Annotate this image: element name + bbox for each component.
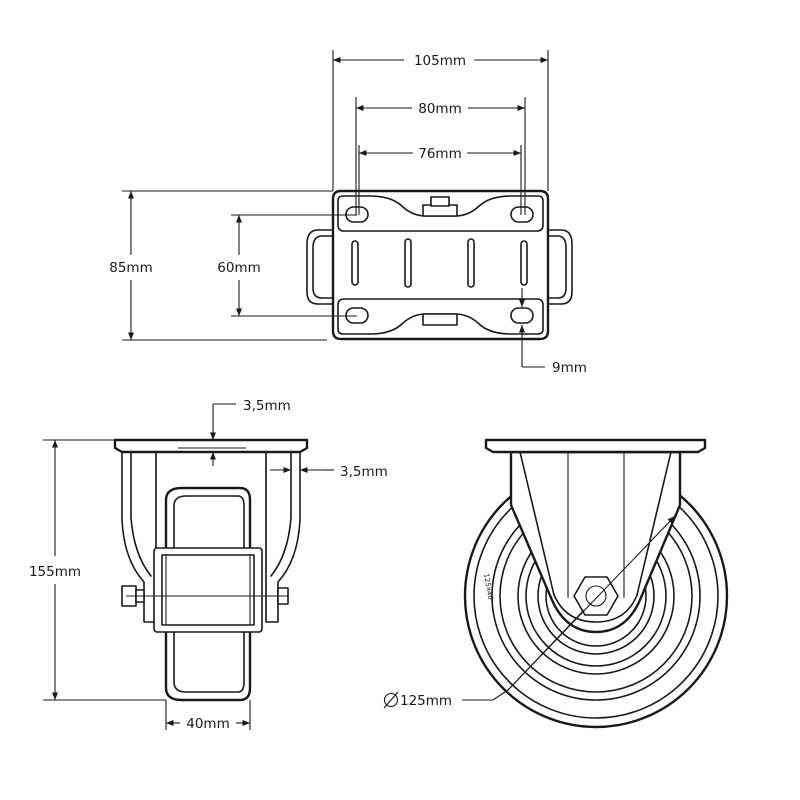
front-view	[113, 438, 309, 702]
dim-155mm: 155mm	[29, 564, 81, 580]
wheel-top-right	[545, 229, 573, 305]
dim-105mm: 105mm	[414, 53, 466, 69]
mounting-hole-br	[510, 307, 534, 324]
top-view-dimensions: 105mm 80mm 76mm 85mm 60mm 9mm	[109, 50, 587, 376]
dim-60mm: 60mm	[217, 260, 260, 276]
side-view: 125x40	[463, 438, 729, 729]
dim-9mm: 9mm	[552, 360, 587, 376]
plate-flange-contour	[337, 195, 544, 232]
side-top-plate	[484, 438, 707, 454]
dim-125mm: 125mm	[400, 693, 452, 709]
side-bracket	[509, 450, 682, 634]
top-view	[306, 189, 573, 341]
dim-85mm: 85mm	[109, 260, 152, 276]
mounting-plate	[331, 189, 550, 341]
dim-40mm: 40mm	[186, 716, 229, 732]
dim-plate-3-5mm: 3,5mm	[243, 398, 291, 414]
slot-4	[520, 240, 528, 286]
front-top-plate	[113, 438, 309, 454]
mounting-hole-tr	[510, 206, 534, 223]
dim-76mm: 76mm	[418, 146, 461, 162]
front-wheel-hub	[153, 547, 263, 633]
side-view-dimensions: 125mm	[383, 515, 676, 709]
wheel-top-left	[306, 229, 336, 305]
dim-80mm: 80mm	[418, 101, 461, 117]
dim-bracket-3-5mm: 3,5mm	[340, 464, 388, 480]
slot-1	[351, 240, 359, 286]
front-view-dimensions: 3,5mm 3,5mm 155mm 40mm	[29, 398, 388, 732]
slot-2	[404, 238, 412, 288]
slot-3	[467, 238, 475, 288]
